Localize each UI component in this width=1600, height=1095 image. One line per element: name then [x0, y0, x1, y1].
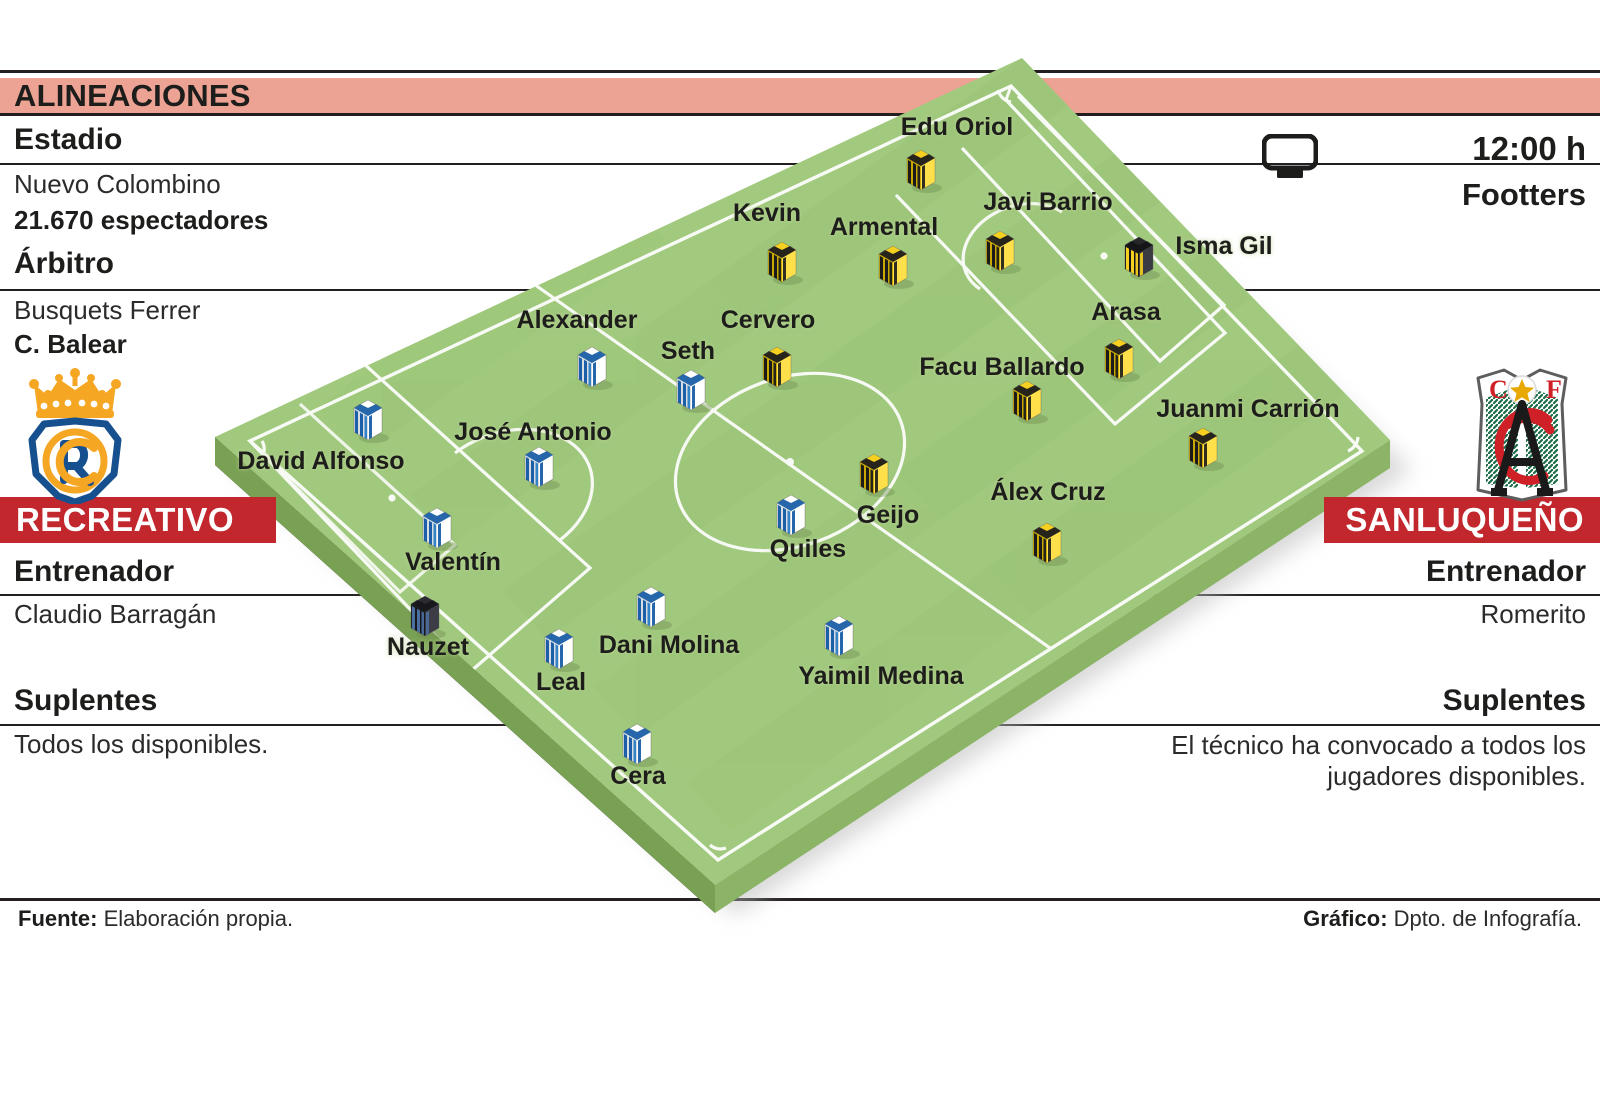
player-label-seth: Seth — [660, 337, 716, 365]
sanluqueno-crest: C F — [1458, 364, 1586, 504]
referee-name: Busquets Ferrer — [14, 295, 201, 325]
player-shirt-cervero — [757, 341, 798, 390]
player-shirt-quiles — [771, 489, 812, 538]
away-subs-label: Suplentes — [1442, 684, 1586, 717]
player-label-geijo: Geijo — [856, 501, 920, 529]
player-shirt-isma-gil — [1119, 231, 1160, 280]
player-label-quiles: Quiles — [769, 535, 847, 563]
away-subs-value: El técnico ha convocado a todos los juga… — [1171, 730, 1586, 791]
player-shirt-javi-barrio — [980, 225, 1021, 274]
player-label-cera: Cera — [610, 762, 666, 790]
player-label-dani-molina: Dani Molina — [598, 631, 740, 659]
player-label-cervero: Cervero — [720, 306, 816, 334]
player-shirt-nauzet — [405, 590, 446, 639]
home-coach-label: Entrenador — [14, 555, 175, 588]
referee-label: Árbitro — [14, 247, 114, 280]
subs-divider — [0, 724, 1600, 726]
away-coach-label: Entrenador — [1425, 555, 1586, 588]
player-shirt-edu-oriol — [901, 144, 942, 193]
player-shirt--lex-cruz — [1027, 517, 1068, 566]
player-label-nauzet: Nauzet — [387, 633, 469, 661]
home-subs-label: Suplentes — [14, 684, 158, 717]
player-label-arasa: Arasa — [1091, 298, 1161, 326]
player-shirt-dani-molina — [631, 581, 672, 630]
player-shirt-yaimil-medina — [819, 610, 860, 659]
player-shirt-alexander — [572, 341, 613, 390]
player-label-alexander: Alexander — [516, 306, 638, 334]
player-label--lex-cruz: Álex Cruz — [990, 478, 1106, 506]
player-label-edu-oriol: Edu Oriol — [900, 113, 1014, 141]
away-coach-name: Romerito — [1480, 599, 1586, 629]
player-label-facu-ballardo: Facu Ballardo — [919, 353, 1085, 381]
source-value: Elaboración propia. — [103, 906, 294, 931]
player-shirt-arasa — [1099, 333, 1140, 382]
player-label-david-alfonso: David Alfonso — [237, 447, 405, 475]
player-label-juanmi-carri-n: Juanmi Carrión — [1156, 395, 1340, 423]
credit-label: Gráfico: — [1303, 906, 1388, 931]
player-label-kevin: Kevin — [732, 199, 802, 227]
credit-value: Dpto. de Infografía. — [1393, 906, 1582, 931]
player-shirt-armental — [873, 240, 914, 289]
player-shirt-valent-n — [417, 502, 458, 551]
player-label-armental: Armental — [829, 213, 939, 241]
home-subs-value: Todos los disponibles. — [14, 729, 269, 759]
venue-capacity: 21.670 espectadores — [14, 205, 269, 235]
source-credit: Fuente: Elaboración propia. — [18, 906, 293, 932]
player-shirt-seth — [671, 364, 712, 413]
player-shirt-jos-antonio — [519, 441, 560, 490]
player-shirt-kevin — [762, 236, 803, 285]
referee-divider — [0, 289, 1600, 291]
recreativo-crest — [14, 366, 136, 506]
broadcast-time: 12:00 h — [1472, 130, 1586, 167]
player-shirt-cera — [617, 718, 658, 767]
venue-divider — [0, 163, 1600, 165]
player-label-jos-antonio: José Antonio — [454, 418, 612, 446]
broadcast-channel: Footters — [1462, 177, 1586, 212]
player-label-valent-n: Valentín — [405, 548, 501, 576]
player-label-leal: Leal — [535, 668, 587, 696]
venue-name: Nuevo Colombino — [14, 169, 221, 199]
player-label-yaimil-medina: Yaimil Medina — [798, 662, 964, 690]
coach-divider — [0, 594, 1600, 596]
player-shirt-leal — [539, 623, 580, 672]
svg-text:F: F — [1546, 375, 1562, 404]
player-label-javi-barrio: Javi Barrio — [983, 188, 1113, 216]
player-label-isma-gil: Isma Gil — [1175, 232, 1273, 260]
player-shirt-juanmi-carri-n — [1183, 422, 1224, 471]
tv-icon — [1261, 133, 1319, 180]
page-title: ALINEACIONES — [14, 78, 251, 113]
svg-text:C: C — [1489, 375, 1508, 404]
top-divider — [0, 70, 1600, 73]
header-underline — [0, 113, 1600, 116]
player-shirt-david-alfonso — [348, 394, 389, 443]
footer-divider — [0, 898, 1600, 901]
source-label: Fuente: — [18, 906, 98, 931]
graphic-credit: Gráfico: Dpto. de Infografía. — [1303, 906, 1582, 932]
player-shirt-geijo — [854, 448, 895, 497]
referee-committee: C. Balear — [14, 329, 127, 359]
home-coach-name: Claudio Barragán — [14, 599, 217, 629]
venue-label: Estadio — [14, 123, 123, 156]
